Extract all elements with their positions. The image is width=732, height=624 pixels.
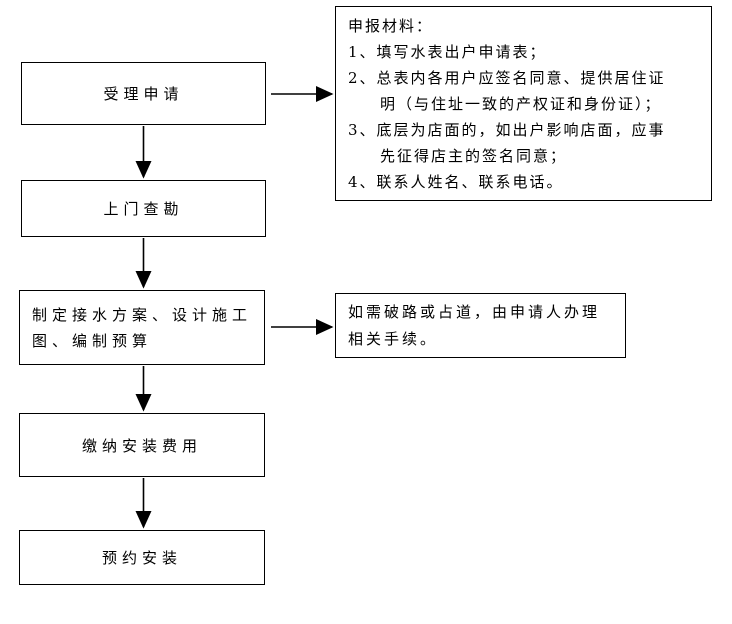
step-box-accept-application: 受理申请 bbox=[21, 62, 266, 125]
step-box-schedule-installation: 预约安装 bbox=[19, 530, 265, 585]
step-label: 预约安装 bbox=[101, 549, 182, 567]
step-label: 上门查勘 bbox=[103, 200, 184, 218]
note-box-road-work: 如需破路或占道，由申请人办理 相关手续。 bbox=[335, 293, 626, 358]
step-label-line: 图、编制预算 bbox=[32, 331, 153, 350]
step-label: 受理申请 bbox=[103, 85, 184, 103]
note-text-line: 相关手续。 bbox=[348, 330, 439, 348]
note-box-application-materials: 申报材料： 1、填写水表出户申请表； 2、总表内各用户应签名同意、提供居住证 明… bbox=[335, 6, 712, 201]
step-box-onsite-survey: 上门查勘 bbox=[21, 180, 266, 237]
step-box-plan-design-budget: 制定接水方案、设计施工 图、编制预算 bbox=[19, 290, 265, 365]
note-item-1: 1、填写水表出户申请表； bbox=[348, 43, 547, 61]
note-item-3: 3、底层为店面的，如出户影响店面，应事 bbox=[348, 121, 666, 139]
step-box-pay-installation-fee: 缴纳安装费用 bbox=[19, 413, 265, 477]
note-item-2-cont: 明（与住址一致的产权证和身份证）； bbox=[380, 95, 662, 113]
note-item-3-cont: 先征得店主的签名同意； bbox=[380, 147, 568, 165]
note-item-4: 4、联系人姓名、联系电话。 bbox=[348, 173, 564, 191]
note-title: 申报材料： bbox=[348, 17, 434, 35]
note-text-line: 如需破路或占道，由申请人办理 bbox=[348, 303, 601, 321]
step-label-line: 制定接水方案、设计施工 bbox=[32, 305, 253, 324]
step-label: 缴纳安装费用 bbox=[81, 436, 202, 455]
note-item-2: 2、总表内各用户应签名同意、提供居住证 bbox=[348, 69, 666, 87]
